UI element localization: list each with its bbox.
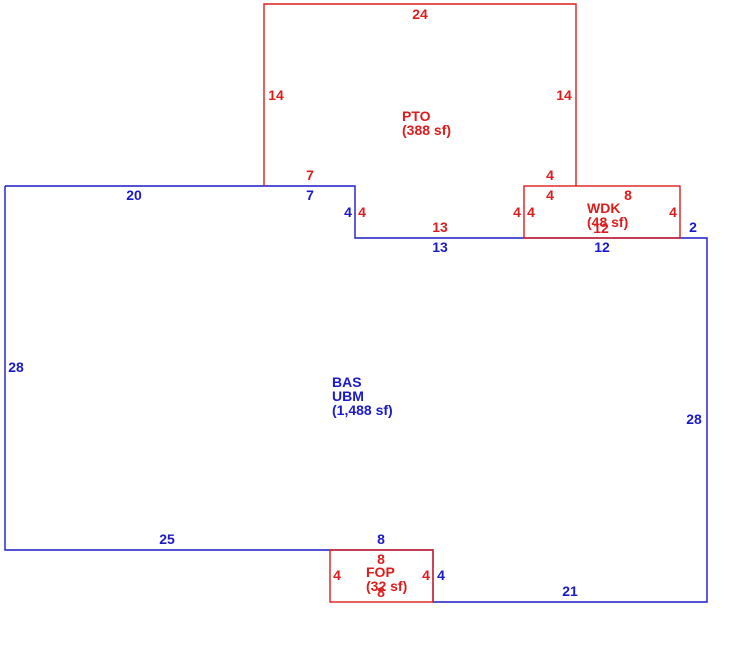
dim-bas-step: 4	[344, 204, 352, 220]
dim-wdk-bottom: 12	[593, 220, 609, 236]
dim-bas-right-top: 12	[594, 239, 610, 255]
bas-outline	[4, 185, 708, 603]
dim-bas-top-left: 20	[126, 187, 142, 203]
dim-pto-top: 24	[412, 6, 428, 22]
fop-label: FOP	[366, 564, 395, 580]
dim-bas-top-mid: 7	[306, 187, 314, 203]
wdk-label: WDK	[587, 200, 620, 216]
dim-bas-fop-right: 4	[437, 567, 445, 583]
fop-area: (32 sf)	[366, 578, 407, 594]
dim-fop-left: 4	[333, 567, 341, 583]
dim-bas-left: 28	[8, 359, 24, 375]
dim-bas-bottom-right: 21	[562, 583, 578, 599]
pto-area: (388 sf)	[402, 122, 451, 138]
pto-label: PTO	[402, 108, 431, 124]
dim-fop-bottom: 8	[377, 584, 385, 600]
dim-wdk-left-inner: 4	[527, 204, 535, 220]
dim-pto-bottom-left: 7	[306, 167, 314, 183]
dim-pto-bottom-right: 4	[546, 167, 554, 183]
ubm-label: UBM	[332, 388, 364, 404]
dim-fop-top: 8	[377, 551, 385, 567]
wdk-area: (48 sf)	[587, 214, 628, 230]
dim-pto-right: 14	[556, 87, 572, 103]
dim-wdk-left-outer: 4	[546, 187, 554, 203]
dim-bas-right: 28	[686, 411, 702, 427]
wdk-outline	[523, 185, 681, 239]
dim-pto-bottom-mid: 13	[432, 219, 448, 235]
bas-label: BAS	[332, 374, 362, 390]
bas-area: (1,488 sf)	[332, 402, 393, 418]
dim-bas-right-step: 2	[689, 219, 697, 235]
dim-bas-mid: 13	[432, 239, 448, 255]
dim-fop-right: 4	[422, 567, 430, 583]
dim-wdk-top: 8	[624, 187, 632, 203]
dim-bas-bottom-left: 25	[159, 531, 175, 547]
dim-pto-left: 14	[268, 87, 284, 103]
dim-bas-fop-top: 8	[377, 531, 385, 547]
pto-outline	[263, 3, 577, 186]
dim-wdk-right: 4	[669, 204, 677, 220]
fop-outline	[329, 549, 434, 603]
dim-pto-step-left: 4	[358, 204, 366, 220]
dim-pto-step-right: 4	[513, 204, 521, 220]
